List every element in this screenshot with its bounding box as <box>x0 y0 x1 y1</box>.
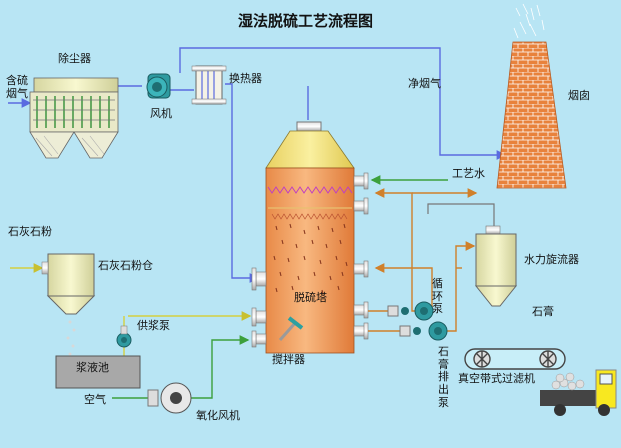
fan <box>146 73 171 99</box>
label-gypsum-pump: 石膏排出泵 <box>438 345 449 409</box>
absorber-tower <box>251 121 369 354</box>
chimney <box>496 3 567 189</box>
label-flue-gas-in: 含硫 烟气 <box>6 74 28 100</box>
label-slurry-feed-pump: 供浆泵 <box>137 319 170 332</box>
circulation-pump <box>387 301 434 321</box>
diagram-title: 湿法脱硫工艺流程图 <box>238 12 374 30</box>
vacuum-belt-filter <box>464 348 566 370</box>
label-oxidation-fan: 氧化风机 <box>196 409 240 422</box>
label-limestone-powder: 石灰石粉 <box>8 225 52 238</box>
slurry-feed-pump <box>116 325 132 348</box>
label-process-water: 工艺水 <box>452 167 485 180</box>
label-slurry-tank: 浆液池 <box>76 361 109 374</box>
label-limestone-silo: 石灰石粉仓 <box>98 259 153 272</box>
truck <box>540 369 617 416</box>
gas-lines <box>8 47 507 283</box>
dust-collector <box>29 77 119 159</box>
label-fan: 风机 <box>150 107 172 120</box>
label-air: 空气 <box>84 393 106 406</box>
water-lines <box>112 175 448 399</box>
label-circulation-pump: 循环泵 <box>432 277 443 316</box>
heat-exchanger <box>191 65 227 105</box>
label-absorber: 脱硫塔 <box>294 291 327 304</box>
label-dust-collector: 除尘器 <box>58 52 91 65</box>
gypsum-pump <box>399 321 448 341</box>
agitator <box>278 316 304 341</box>
label-heat-exchanger: 换热器 <box>229 72 262 85</box>
label-agitator: 搅拌器 <box>272 353 305 366</box>
label-gypsum: 石膏 <box>532 305 554 318</box>
label-hydrocyclone: 水力旋流器 <box>524 253 579 266</box>
limestone-silo <box>41 253 96 356</box>
label-clean-flue-gas: 净烟气 <box>408 77 441 90</box>
hydrocyclone <box>427 203 518 307</box>
label-vacuum-belt-filter: 真空带式过滤机 <box>458 372 535 385</box>
slurry-tank <box>55 355 141 389</box>
label-chimney: 烟囱 <box>568 89 590 102</box>
oxidation-fan <box>147 382 192 414</box>
